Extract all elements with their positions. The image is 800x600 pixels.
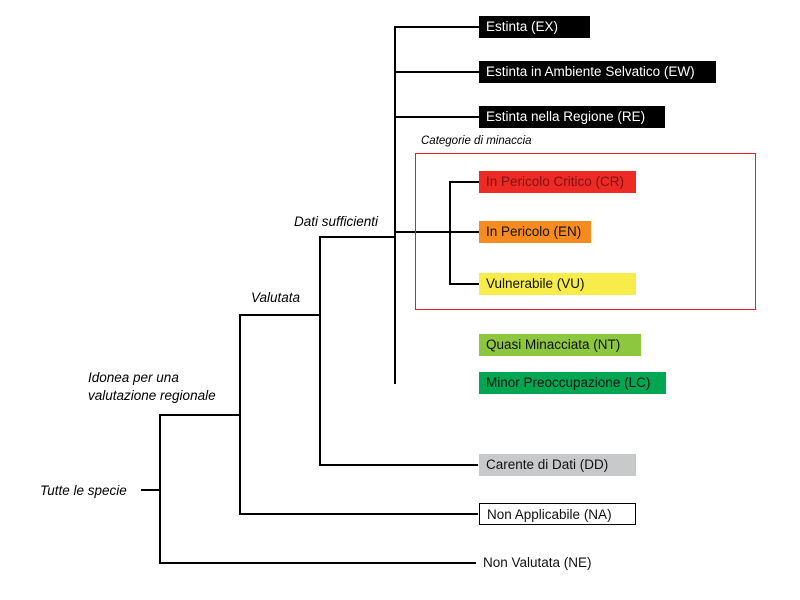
connector-to-vu [449,283,479,285]
category-box-lc: Minor Preoccupazione (LC) [479,372,666,394]
branch-label-regional-line1: Idonea per una [88,370,179,385]
category-label-ne: Non Valutata (NE) [483,555,592,570]
category-box-nt: Quasi Minacciata (NT) [479,334,641,356]
branch-label-dati-sufficienti: Dati sufficienti [294,214,379,229]
threat-categories-outline [415,153,756,310]
connector-to-cr [449,181,479,183]
connector-trunk-vertical-3 [319,236,321,465]
category-box-vu: Vulnerabile (VU) [479,273,636,295]
category-box-na: Non Applicabile (NA) [479,503,636,525]
category-box-en: In Pericolo (EN) [479,221,591,243]
connector-to-ne [159,562,476,564]
connector-trunk-vertical-2 [239,314,241,514]
connector-to-threat-group [394,231,450,233]
connector-threat-vertical [449,181,451,285]
connector-to-ew [394,71,479,73]
connector-trunk-vertical-1 [159,414,161,564]
connector-trunk-vertical-4 [394,26,396,384]
connector-to-dati-sufficienti [319,236,395,238]
category-box-dd: Carente di Dati (DD) [479,454,636,476]
category-box-ex: Estinta (EX) [479,16,590,38]
connector-to-regional [159,414,240,416]
connector-to-re [394,116,479,118]
branch-label-regional-line2: valutazione regionale [88,388,216,403]
connector-to-en [449,231,479,233]
connector-to-ex [394,26,479,28]
connector-to-na [239,513,478,515]
connector-root-to-trunk [141,489,160,491]
branch-label-valutata: Valutata [251,290,301,305]
root-label: Tutte le specie [40,483,127,498]
category-box-ew: Estinta in Ambiente Selvatico (EW) [479,61,716,83]
category-box-re: Estinta nella Regione (RE) [479,106,665,128]
category-box-cr: In Pericolo Critico (CR) [479,171,636,193]
threat-categories-label: Categorie di minaccia [421,135,532,147]
branch-label-regional: Idonea per una valutazione regionale [88,369,216,405]
connector-to-valutata [239,314,320,316]
connector-to-dd [319,464,478,466]
